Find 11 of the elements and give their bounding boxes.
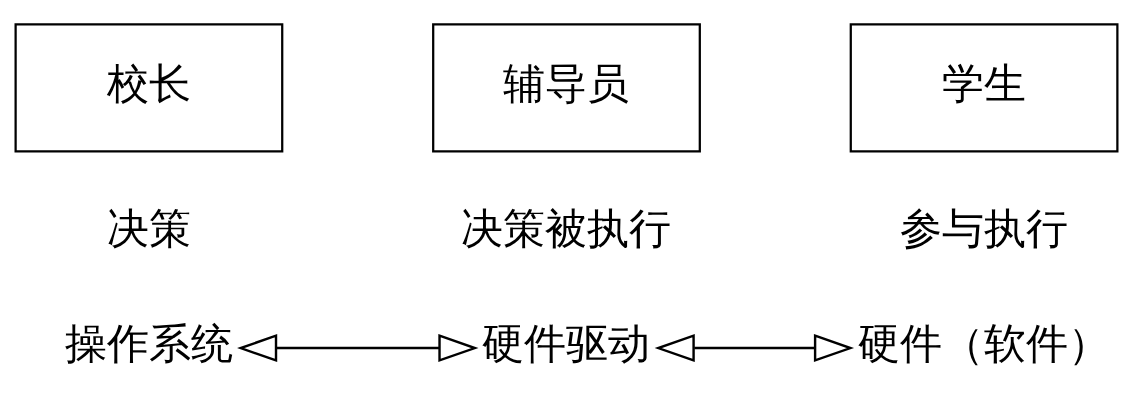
node-box: 校长 — [14, 22, 284, 152]
node-text: 硬件（软件） — [858, 318, 1111, 368]
arrow — [654, 333, 855, 362]
node-box: 辅导员 — [432, 22, 701, 152]
node-text: 操作系统 — [64, 318, 233, 368]
node-box: 学生 — [849, 22, 1119, 152]
label: 参与执行 — [900, 203, 1069, 253]
label: 决策被执行 — [461, 203, 672, 253]
label: 决策 — [106, 203, 191, 253]
node-text: 硬件驱动 — [482, 318, 651, 368]
arrow — [237, 333, 479, 362]
